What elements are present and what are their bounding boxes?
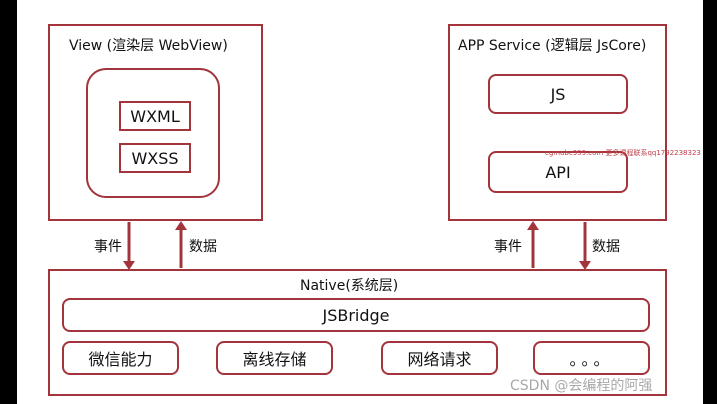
watermark-csdn: CSDN @会编程的阿强 xyxy=(510,378,653,394)
right-data-label: 数据 xyxy=(592,239,620,255)
left-event-label: 事件 xyxy=(94,239,122,255)
network-request-box: 网络请求 xyxy=(381,341,498,375)
left-data-arrowhead xyxy=(175,221,187,230)
watermark-small: cgmabc999.com 更多课程联系qq1792238323 xyxy=(545,149,701,157)
offline-storage-box: 离线存储 xyxy=(216,341,333,375)
wechat-capability-box: 微信能力 xyxy=(62,341,179,375)
view-inner-box xyxy=(86,68,220,198)
native-layer-title: Native(系统层) xyxy=(300,278,399,294)
left-data-label: 数据 xyxy=(189,239,217,255)
right-frame-bar xyxy=(703,0,717,404)
more-box: 。。。 xyxy=(533,341,650,375)
wxss-box: WXSS xyxy=(119,143,191,173)
api-box: API xyxy=(488,151,628,193)
left-frame-bar xyxy=(0,0,17,404)
js-box: JS xyxy=(488,74,628,114)
jsbridge-box: JSBridge xyxy=(62,298,650,332)
app-service-layer-title: APP Service (逻辑层 JsCore) xyxy=(458,38,647,54)
left-event-arrowhead xyxy=(123,261,135,270)
view-layer-title: View (渲染层 WebView) xyxy=(69,38,228,54)
right-event-label: 事件 xyxy=(494,239,522,255)
wxml-box: WXML xyxy=(119,101,191,131)
right-event-arrowhead xyxy=(527,221,539,230)
right-data-arrowhead xyxy=(579,261,591,270)
